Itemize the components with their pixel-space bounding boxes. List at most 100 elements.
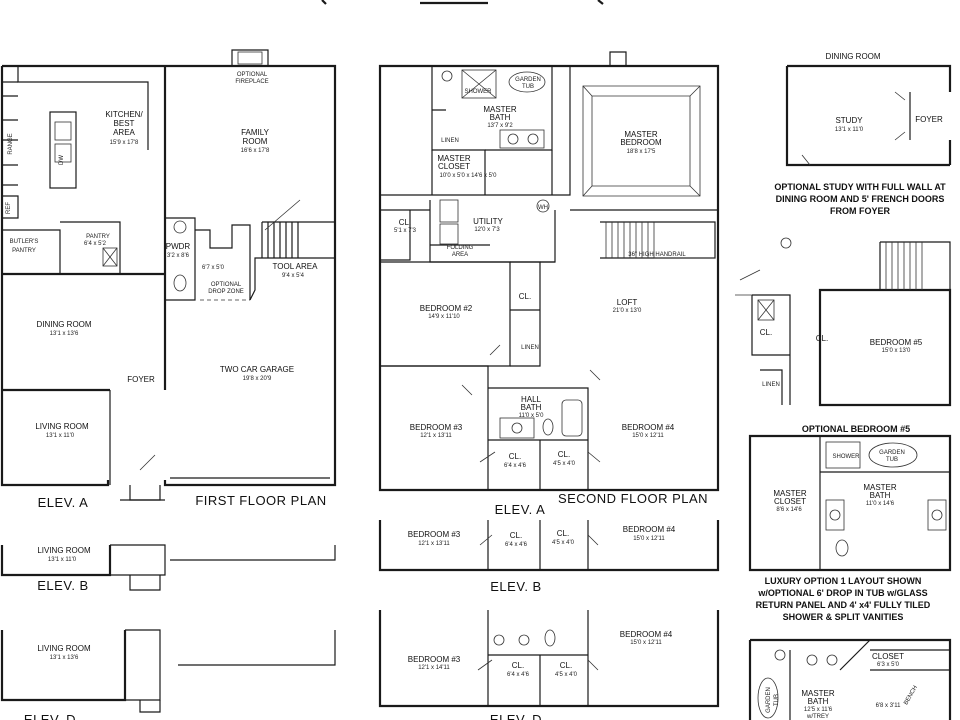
kitchen-label: KITCHEN/ [105, 110, 143, 119]
foyer-label: FOYER [127, 375, 155, 384]
lux-bath-label-2: BATH [870, 491, 891, 500]
drop-zone-label-2: DROP ZONE [208, 289, 244, 295]
lux-caption-3: RETURN PANEL AND 4' x4' FULLY TILED [756, 600, 931, 610]
living-d-label: LIVING ROOM [37, 644, 91, 653]
living-label: LIVING ROOM [35, 422, 89, 431]
dishwasher-label: DW [59, 155, 65, 165]
closet-a-dim: 5'1 x 7'3 [394, 228, 417, 234]
bedroom4-label: BEDROOM #4 [622, 423, 675, 432]
lux-closet-dim: 8'6 x 14'6 [776, 507, 802, 513]
family-label: FAMILY [241, 128, 270, 137]
dining-label: DINING ROOM [36, 320, 91, 329]
lux-tub-label: GARDEN [879, 450, 905, 456]
bedroom2-label: BEDROOM #2 [420, 304, 473, 313]
lux-tub-label-2: TUB [886, 457, 898, 463]
garage-dim: 19'8 x 20'9 [243, 376, 272, 382]
second-floor-plan: MASTER BATH 13'7 x 9'2 SHOWER GARDEN TUB… [378, 51, 720, 517]
master-bath-label-2: BATH [490, 113, 511, 122]
living-b-dim: 13'1 x 11'0 [48, 557, 77, 563]
bedroom4-b-dim: 15'0 x 12'11 [633, 536, 665, 542]
bedroom3-dim: 12'1 x 13'11 [420, 433, 452, 439]
cl-d-b-label: CL. [560, 661, 572, 670]
fireplace-label: OPTIONAL [237, 72, 268, 78]
bedroom4-b-label: BEDROOM #4 [623, 525, 676, 534]
elev-a-caption-second: ELEV. A [495, 502, 546, 517]
elev-d-caption-first: ELEV. D [24, 712, 76, 720]
powder-label: PWDR [166, 242, 191, 251]
tool-area-dim: 9'4 x 5'4 [282, 273, 305, 279]
closet-c-label: CLOSET [872, 652, 904, 661]
folding-label-2: AREA [452, 252, 468, 258]
study-caption-1: OPTIONAL STUDY WITH FULL WALL AT [774, 182, 946, 192]
cl-bed5b-label: CL. [816, 334, 828, 343]
master-closet-label: MASTER [437, 154, 471, 163]
master-bath-c-label-2: BATH [808, 697, 829, 706]
utility-label: UTILITY [473, 217, 503, 226]
pantry-dim: 6'4 x 5'2 [84, 241, 107, 247]
butlers-pantry-label-2: PANTRY [12, 248, 36, 254]
optional-study-plan: DINING ROOM STUDY 13'1 x 11'0 FOYER OPTI… [774, 52, 952, 216]
living-d-dim: 13'1 x 13'6 [50, 655, 79, 661]
optional-bedroom5-plan: CL. CL. LINEN BEDROOM #5 15'0 x 13'0 OPT… [735, 237, 952, 434]
shower-label: SHOWER [465, 89, 493, 95]
range-label: RANGE [8, 133, 14, 154]
bedroom3-b-dim: 12'1 x 13'11 [418, 541, 450, 547]
lux-closet-label-2: CLOSET [774, 497, 806, 506]
family-label-2: ROOM [243, 137, 268, 146]
drop-zone-label: OPTIONAL [211, 282, 242, 288]
loft-label: LOFT [617, 298, 638, 307]
bedroom5-label: BEDROOM #5 [870, 338, 923, 347]
hall-bath-dim: 11'0 x 5'0 [519, 413, 545, 419]
master-bath-c-dim: 12'5 x 11'6 [804, 707, 833, 713]
first-floor-caption: FIRST FLOOR PLAN [195, 493, 326, 508]
powder-dim: 3'2 x 8'6 [167, 253, 190, 259]
lux-caption-2: w/OPTIONAL 6' DROP IN TUB w/GLASS [757, 588, 927, 598]
garage-label: TWO CAR GARAGE [220, 365, 294, 374]
cl-d-a-label: CL. [512, 661, 524, 670]
luxury-master-bath-plan: SHOWER GARDEN TUB MASTER CLOSET 8'6 x 14… [748, 434, 952, 622]
cl-b-a-label: CL. [510, 531, 522, 540]
tub-d-label: GARDEN [766, 687, 772, 713]
study-label: STUDY [835, 116, 863, 125]
cl-a-dim: 6'4 x 4'6 [504, 463, 527, 469]
elev-b-caption-second: ELEV. B [490, 579, 541, 594]
lux-bath-label: MASTER [863, 483, 897, 492]
bedroom5-dim: 15'0 x 13'0 [882, 348, 911, 354]
refrigerator-label: REF [6, 202, 12, 214]
bedroom3-label: BEDROOM #3 [410, 423, 463, 432]
lux-closet-label: MASTER [773, 489, 807, 498]
master-bath-variant-plan: GARDEN TUB CLOSET 6'3 x 5'0 MASTER BATH … [748, 638, 952, 720]
master-bedroom-label: MASTER [624, 130, 658, 139]
cl-b-a-dim: 6'4 x 4'6 [505, 542, 528, 548]
master-bath-label: MASTER [483, 105, 517, 114]
linen3-label: LINEN [762, 382, 780, 388]
garden-tub-label-2: TUB [522, 84, 534, 90]
butlers-pantry-label: BUTLER'S [10, 239, 39, 245]
utility-dim: 12'0 x 7'3 [474, 227, 500, 233]
pantry-label: PANTRY [86, 234, 110, 240]
loft-dim: 21'0 x 13'0 [613, 308, 642, 314]
bedroom3-d-label: BEDROOM #3 [408, 655, 461, 664]
lux-caption-4: SHOWER & SPLIT VANITIES [783, 612, 904, 622]
kitchen-dim: 15'9 x 17'8 [110, 140, 139, 146]
first-floor-elev-d: LIVING ROOM 13'1 x 13'6 ELEV. D [0, 629, 336, 720]
dining-opt-label: DINING ROOM [825, 52, 880, 61]
study-caption-2: DINING ROOM AND 5' FRENCH DOORS [776, 194, 945, 204]
cl-d-b-dim: 4'5 x 4'0 [555, 672, 578, 678]
foyer-opt-label: FOYER [915, 115, 943, 124]
lux-caption-1: LUXURY OPTION 1 LAYOUT SHOWN [765, 576, 922, 586]
master-bedroom-label-2: BEDROOM [620, 138, 662, 147]
hall-bath-label: HALL [521, 395, 542, 404]
family-dim: 16'6 x 17'8 [241, 148, 270, 154]
trey-d-label: w/TREY [806, 714, 829, 720]
wh-label: WH [538, 205, 548, 211]
clipped-title-fragment [321, 0, 604, 5]
kitchen-label-2: BEST [114, 119, 135, 128]
master-closet-dim: 10'0 x 5'0 x 14'6 x 5'0 [440, 173, 498, 179]
bedroom4-d-label: BEDROOM #4 [620, 630, 673, 639]
bedroom4-dim: 15'0 x 12'11 [632, 433, 664, 439]
cl-b-label: CL. [558, 450, 570, 459]
lux-shower-label: SHOWER [833, 454, 861, 460]
elev-a-caption-first: ELEV. A [38, 495, 89, 510]
